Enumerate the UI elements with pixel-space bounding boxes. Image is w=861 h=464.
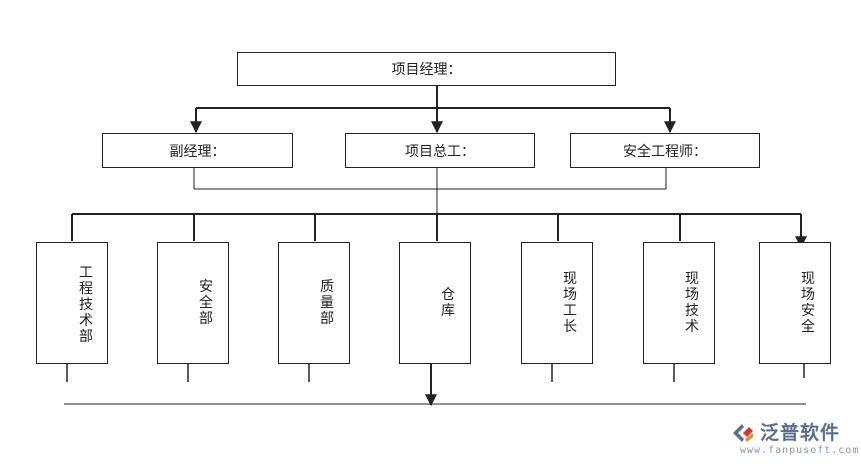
deputy-manager-label: 副经理： (169, 143, 226, 160)
logo: 泛普软件 www.fanpusoft.com (730, 416, 858, 460)
dept-warehouse-box: 仓库 (399, 242, 471, 364)
safety-engineer-box: 安全工程师： (570, 133, 760, 168)
dept-quality-label: 质量部 (320, 279, 334, 327)
dept-site-foreman-label: 现场工长 (563, 271, 577, 335)
dept-warehouse-label: 仓库 (441, 287, 455, 319)
safety-engineer-label: 安全工程师： (623, 143, 707, 160)
dept-site-safety-label: 现场安全 (801, 271, 815, 335)
deputy-manager-box: 副经理： (102, 133, 293, 168)
chief-engineer-box: 项目总工： (345, 133, 535, 168)
dept-site-tech-box: 现场技术 (643, 242, 715, 364)
chief-engineer-label: 项目总工： (405, 143, 475, 160)
project-manager-label: 项目经理： (391, 62, 462, 78)
dept-engineering-box: 工程技术部 (36, 242, 108, 364)
dept-site-tech-label: 现场技术 (685, 271, 699, 335)
project-manager-box: 项目经理： (237, 52, 616, 86)
logo-name: 泛普软件 (760, 422, 841, 444)
dept-quality-box: 质量部 (278, 242, 350, 364)
dept-site-safety-box: 现场安全 (759, 242, 831, 364)
dept-engineering-label: 工程技术部 (79, 265, 93, 345)
dept-site-foreman-box: 现场工长 (521, 242, 593, 364)
dept-safety-box: 安全部 (157, 242, 229, 364)
logo-mark-icon (733, 424, 753, 442)
dept-safety-label: 安全部 (199, 279, 213, 327)
logo-url: www.fanpusoft.com (740, 445, 860, 456)
